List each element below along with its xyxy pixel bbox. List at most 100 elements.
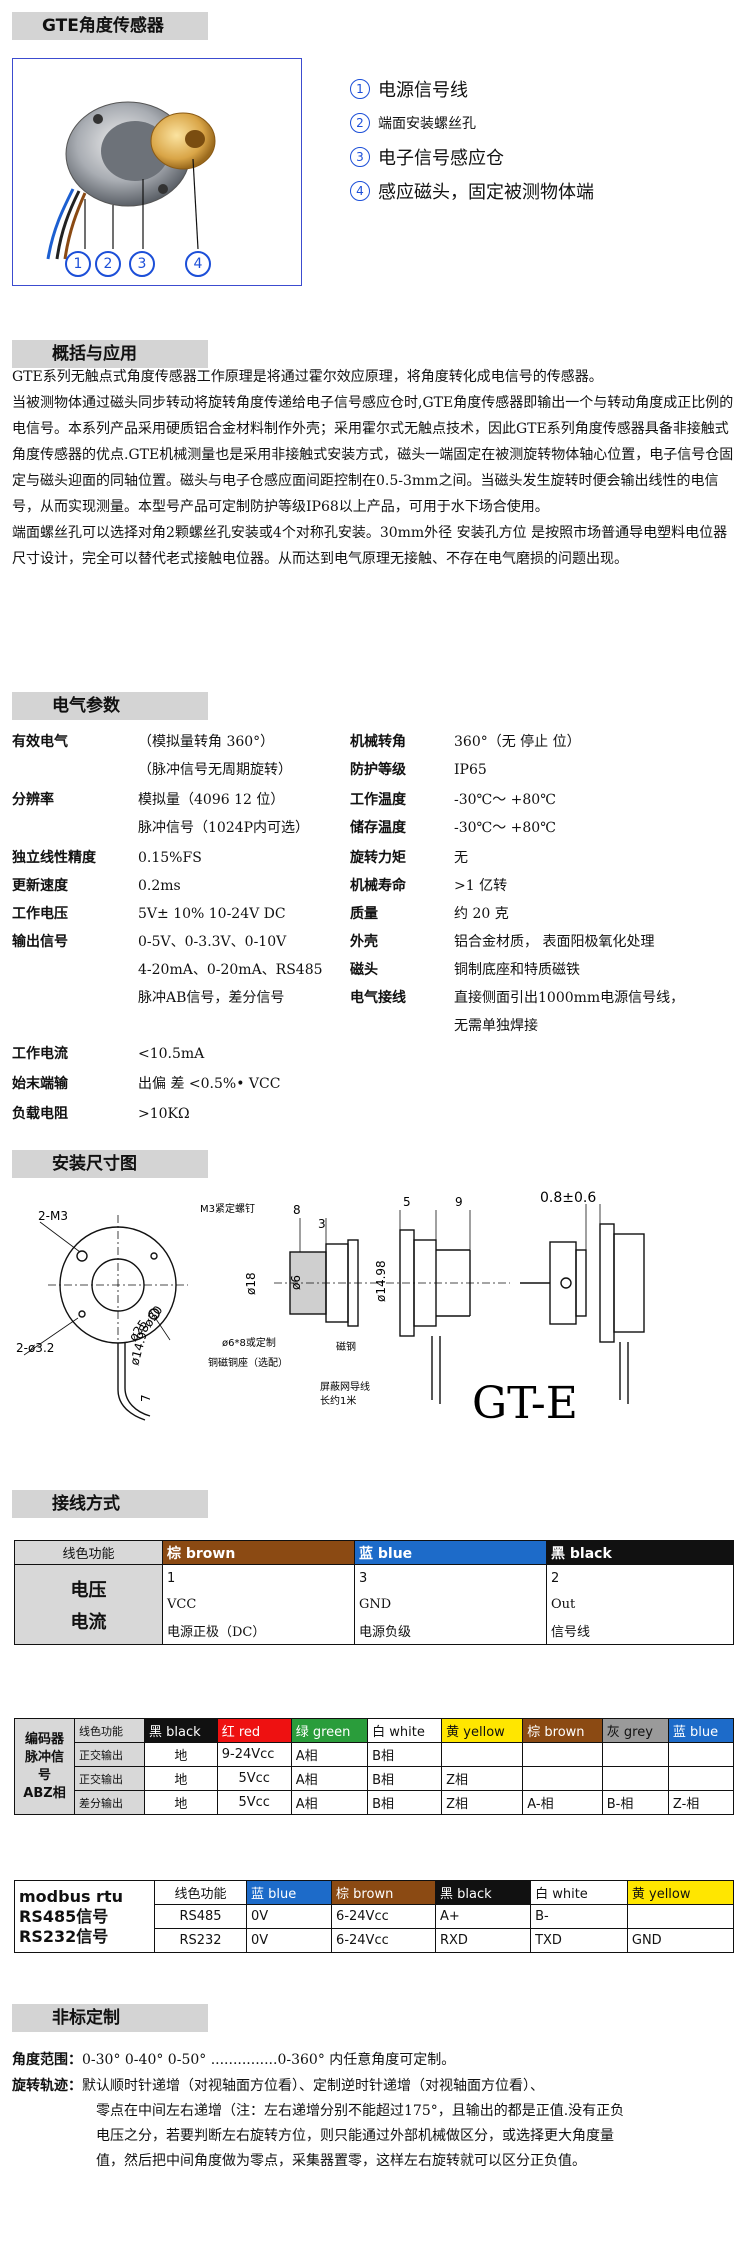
signal-name: VCC [162, 1591, 355, 1618]
param-value: >1 亿转 [454, 878, 508, 894]
pin-number: 1 [162, 1564, 355, 1592]
overview-title: 概括与应用 [12, 340, 208, 368]
table-cell: 0V [245, 1928, 333, 1953]
pin-number: 2 [546, 1564, 734, 1592]
param-key: 分辨率 [12, 792, 54, 808]
custom-track-line: 零点在中间左右递增（注：左右递增分别不能超过175°，且输出的都是正值.没有正负 [96, 2103, 625, 2119]
dim-9: 9 [455, 1195, 463, 1209]
table-cell: TXD [530, 1928, 628, 1953]
product-label-list: 1 电源信号线 2 端面安装螺丝孔 3 电子信号感应仓 4 感应磁头，固定被测物… [350, 72, 730, 208]
wire-color-blue: 蓝 blue [354, 1540, 547, 1565]
custom-track-text: 默认顺时针递增（对视轴面方位看）、定制逆时针递增（对视轴面方位看）、 [82, 2078, 544, 2094]
dimension-drawing: 2-M3 2-ø3.2 ø30 ø25 ø14.98 M3紧定螺钉 8 3 5 … [16, 1190, 645, 1429]
table-cell: B相 [367, 1742, 443, 1767]
table-cell: RS485 [154, 1904, 247, 1929]
table-cell: A-相 [522, 1790, 603, 1815]
wire-color-white: 白 white [530, 1880, 628, 1905]
product-photo-frame: 1 2 3 4 [12, 58, 302, 286]
front-view [23, 1215, 188, 1421]
custom-range-label: 角度范围： [12, 2052, 82, 2068]
wiring-title: 接线方式 [12, 1490, 208, 1518]
table-cell: 5Vcc [216, 1766, 292, 1791]
dim-2-m3: 2-M3 [38, 1209, 68, 1223]
param-value: 铝合金材质， 表面阳极氧化处理 [454, 934, 655, 950]
table-row: 正交输出 地 5Vcc A相 B相 Z相 [15, 1766, 735, 1791]
table-cell: 6-24Vcc [331, 1928, 436, 1953]
wiring-table-encoder: 编码器 脉冲信号 ABZ相 线色功能 黑 black 红 red 绿 green… [14, 1718, 735, 1815]
table-cell: B相 [367, 1790, 443, 1815]
table-cell: 0V [245, 1904, 333, 1929]
label-row: 4 感应磁头，固定被测物体端 [350, 174, 730, 208]
overview-text: GTE系列无触点式角度传感器工作原理是将通过霍尔效应原理，将角度转化成电信号的传… [12, 364, 738, 572]
table-cell [601, 1766, 669, 1791]
table-cell: 9-24Vcc [216, 1742, 292, 1767]
electrical-left: 有效电气 （模拟量转角 360°） （脉冲信号无周期旋转） 分辨率 模拟量（40… [12, 728, 342, 1028]
param-value: 无需单独焊接 [454, 1018, 538, 1034]
func-header: 线色功能 [154, 1880, 247, 1905]
dim-shaft: ø6*8或定制 [222, 1336, 276, 1349]
custom-track-label: 旋转轨迹： [12, 2078, 82, 2094]
param-value: >10KΩ [138, 1106, 190, 1122]
param-key: 独立线性精度 [12, 850, 96, 866]
table-cell: 6-24Vcc [331, 1904, 436, 1929]
custom-track-line: 值，然后把中间角度做为零点，采集器置零，这样左右旋转就可以区分正负值。 [96, 2153, 586, 2169]
param-key: 工作电流 [12, 1046, 68, 1062]
dim-m3-screw: M3紧定螺钉 [200, 1202, 255, 1215]
table-cell: 地 [144, 1742, 218, 1767]
table-cell: RS232 [154, 1928, 247, 1953]
encoder-label-line: 脉冲信号 [24, 1749, 64, 1783]
signal-desc: 信号线 [546, 1617, 734, 1645]
wiring-table-modbus: modbus rtu RS485信号 RS232信号 线色功能 蓝 blue 棕… [14, 1880, 735, 1953]
label-row: 3 电子信号感应仓 [350, 140, 730, 174]
param-value: 360°（无 停止 位） [454, 734, 581, 750]
encoder-label-line: 编码器 [24, 1731, 64, 1747]
electrical-right: 机械转角 360°（无 停止 位） 防护等级 IP65 工作温度 -30℃～ +… [350, 728, 740, 1048]
wire-color-blue: 蓝 blue [667, 1718, 735, 1743]
param-value: 模拟量（4096 12 位） [138, 792, 285, 808]
dim-8: 8 [293, 1203, 301, 1217]
signal-desc: 电源正极（DC） [162, 1617, 355, 1645]
param-key: 负载电阻 [12, 1106, 68, 1122]
product-title: GTE角度传感器 [12, 12, 208, 40]
callout-1: 1 [65, 251, 91, 277]
modbus-label: modbus rtu RS485信号 RS232信号 [14, 1880, 155, 1953]
overview-paragraph: GTE系列无触点式角度传感器工作原理是将通过霍尔效应原理，将角度转化成电信号的传… [12, 369, 603, 385]
param-key: 工作温度 [350, 792, 406, 808]
dim-magnet: 磁钢 [336, 1340, 356, 1353]
table-cell: 地 [144, 1766, 218, 1791]
dim-3: 3 [318, 1217, 326, 1231]
wire-color-blue: 蓝 blue [245, 1880, 333, 1905]
dim-5: 5 [403, 1195, 411, 1209]
row-name: 正交输出 [74, 1742, 145, 1767]
wire-color-white: 白 white [367, 1718, 443, 1743]
table-cell [522, 1742, 603, 1767]
param-value: 0-5V、0-3.3V、0-10V [138, 934, 287, 950]
modbus-label-line: modbus rtu [19, 1886, 123, 1906]
label-number: 3 [350, 147, 370, 167]
table-cell: A相 [290, 1790, 369, 1815]
analog-label: 电压 电流 [14, 1564, 163, 1645]
param-value: 直接侧面引出1000mm电源信号线， [454, 990, 685, 1006]
custom-track-line: 旋转轨迹：默认顺时针递增（对视轴面方位看）、定制逆时针递增（对视轴面方位看）、 [12, 2074, 738, 2099]
label-number: 4 [350, 181, 370, 201]
dim-cable: 屏蔽网导线 [320, 1380, 370, 1393]
table-cell: 地 [144, 1790, 218, 1815]
table-cell: Z-相 [667, 1790, 735, 1815]
wire-color-yellow: 黄 yellow [626, 1880, 735, 1905]
param-value: 脉冲信号（1024P内可选） [138, 820, 310, 836]
label-text: 电子信号感应仓 [378, 148, 504, 169]
table-cell [441, 1742, 524, 1767]
param-value: 铜制底座和特质磁铁 [454, 962, 580, 978]
label-text: 电源信号线 [378, 80, 468, 101]
overview-paragraph: 端面螺丝孔可以选择对角2颗螺丝孔安装或4个对称孔安装。30mm外径 安装孔方位 … [12, 525, 728, 567]
param-value: 5V± 10% 10-24V DC [138, 906, 286, 922]
row-name: 差分输出 [74, 1790, 145, 1815]
label-row: 2 端面安装螺丝孔 [350, 106, 730, 140]
table-cell: B-相 [601, 1790, 669, 1815]
dimensions-title: 安装尺寸图 [12, 1150, 208, 1178]
model-name: GT-E [472, 1378, 578, 1429]
label-row: 1 电源信号线 [350, 72, 730, 106]
wiring-table-analog: 线色功能 棕 brown 蓝 blue 黑 black 电压 电流 1 3 2 … [14, 1540, 734, 1645]
param-value: （模拟量转角 360°） [138, 734, 275, 750]
signal-name: GND [354, 1591, 547, 1618]
